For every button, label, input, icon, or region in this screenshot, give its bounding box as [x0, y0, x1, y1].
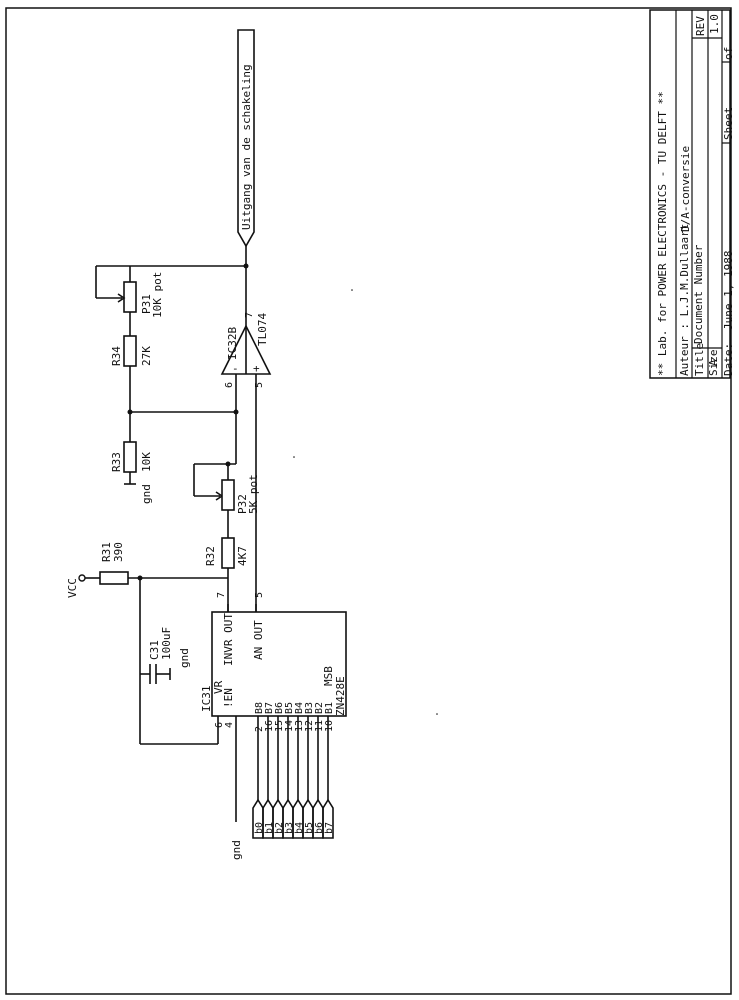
r33-value: 10K [140, 452, 153, 472]
title-block-date-label: Date: [722, 343, 735, 376]
dac-msb: MSB [322, 666, 335, 686]
dac-pin6: 6 [214, 722, 225, 728]
page-border [5, 7, 732, 995]
dac-bit-pin: 11 [314, 720, 325, 732]
dac-invr: INVR OUT [222, 613, 235, 666]
feedback-network: P31 10K pot R34 27K R33 10K gnd [95, 263, 249, 504]
r32-ref: R32 [204, 546, 217, 566]
p31-potentiometer [123, 281, 137, 313]
r34-ref: R34 [110, 346, 123, 366]
bus-input-label: b5 [304, 822, 315, 834]
dac-bit-label: B3 [304, 702, 315, 714]
title-block-title-label: Title [693, 343, 706, 376]
dac-bit-label: B6 [274, 702, 285, 714]
r34-value: 27K [140, 346, 153, 366]
r31-resistor [99, 571, 129, 585]
title-block-author: Auteur : L.J.M.Dullaart [678, 224, 691, 376]
title-block: ** Lab. for POWER ELECTRONICS - TU DELFT… [649, 9, 735, 379]
dac-bit-label: B1 [324, 702, 335, 714]
p32-value: 5K pot [247, 474, 260, 514]
opamp-part: TL074 [256, 313, 269, 346]
dac-bit-pin: 15 [274, 720, 285, 732]
bus-input-label: b3 [284, 822, 295, 834]
title-block-title: D/A-conversie [679, 146, 692, 232]
r32-resistor [221, 537, 235, 569]
dac-bit-label: B7 [264, 702, 275, 714]
dac-anout: AN OUT [252, 620, 265, 660]
opamp-plus: + [253, 362, 260, 375]
dac-part: ZN428E [334, 676, 347, 716]
dac-bit-pin: 12 [304, 720, 315, 732]
opamp-pin-out: 7 [244, 312, 255, 318]
p32-ref: P32 [236, 494, 249, 514]
r31-value: 390 [112, 542, 125, 562]
bus-gnd: gnd [230, 840, 243, 860]
r32-value: 4K7 [236, 546, 249, 566]
opamp-minus: - [232, 362, 239, 375]
bus-input-label: b4 [294, 822, 305, 834]
p31-value: 10K pot [151, 272, 164, 318]
dac-bit-label: B2 [314, 702, 325, 714]
dac-body [211, 611, 347, 717]
title-block-date: June 1, 1988 [722, 251, 735, 330]
title-block-size-label: Size [707, 350, 720, 377]
bus-input-label: b6 [314, 822, 325, 834]
title-block-rev-label: REV [694, 16, 707, 36]
dac-bit-pin: 13 [294, 720, 305, 732]
c31-ref: C31 [148, 640, 161, 660]
r31-ref: R31 [100, 542, 113, 562]
vcc-terminal [78, 574, 86, 582]
opamp-ic32b: - + IC32B TL074 7 6 5 [220, 312, 272, 612]
dac-bit-pin: 16 [264, 720, 275, 732]
r33-resistor [123, 441, 137, 473]
dac-bit-pin: 2 [254, 726, 265, 732]
output-port: Uitgang van de schakeling [237, 29, 255, 374]
dac-en: !EN [222, 688, 235, 708]
dac-bit-group: B8 2 B7 16 B6 15 B5 14 B4 13 B3 12 B2 11 B1 10 [254, 702, 335, 800]
dac-vr: VR [212, 680, 225, 694]
r33-gnd: gnd [140, 484, 153, 504]
title-block-sheet-label: Sheet [722, 107, 735, 140]
dac-bit-label: B8 [254, 702, 265, 714]
title-block-rev: 1.0 [708, 14, 721, 34]
title-block-of-label: of [722, 47, 735, 60]
dac-ic31: 7 5 INVR OUT AN OUT VR !EN IC31 ZN428E M… [200, 592, 347, 860]
dac-bit-pin: 14 [284, 720, 295, 732]
supply-network: VCC R31 390 C31 100uF gnd [66, 542, 228, 745]
dac-bit-label: B4 [294, 702, 305, 714]
bus-input-label: b0 [254, 822, 265, 834]
bus-input-port [322, 798, 334, 839]
p32-potentiometer [221, 479, 235, 511]
dac-pin7: 7 [216, 592, 227, 598]
dac-pin4: 4 [224, 722, 235, 728]
gain-network: P32 5K pot R32 4K7 [193, 409, 260, 612]
bus-input-label: b1 [264, 822, 275, 834]
vcc-label: VCC [66, 578, 79, 598]
title-block-docnum-label: Document Number [692, 244, 705, 344]
opamp-pin-noninv: 5 [254, 382, 265, 388]
dac-ref: IC31 [200, 686, 213, 713]
dac-bit-label: B5 [284, 702, 295, 714]
dac-bit-pin: 10 [324, 720, 335, 732]
output-port-label: Uitgang van de schakeling [240, 64, 253, 230]
c31-gnd: gnd [178, 648, 191, 668]
r34-resistor [123, 335, 137, 367]
opamp-ref: IC32B [226, 327, 239, 360]
c31-value: 100uF [160, 627, 173, 660]
dac-pin5: 5 [254, 592, 265, 598]
bus-input-label: b2 [274, 822, 285, 834]
opamp-pin-inv: 6 [224, 382, 235, 388]
p31-ref: P31 [140, 294, 153, 314]
title-block-size: A [707, 359, 720, 366]
title-block-lab: ** Lab. for POWER ELECTRONICS - TU DELFT… [656, 91, 669, 376]
bus-input-label: b7 [324, 822, 335, 834]
r33-ref: R33 [110, 452, 123, 472]
